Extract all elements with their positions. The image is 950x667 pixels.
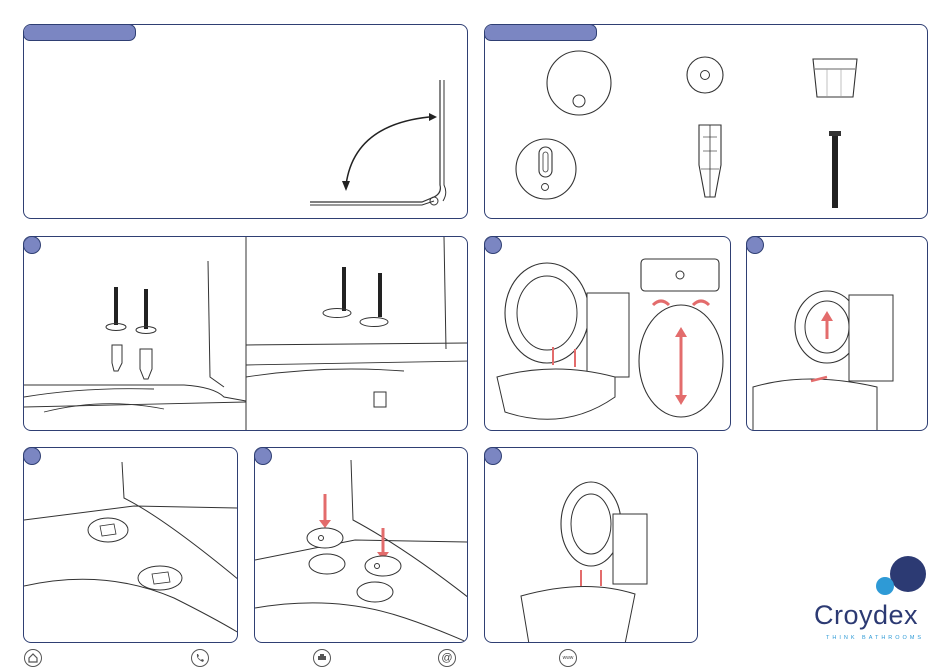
- step-3-panel: [746, 236, 928, 431]
- step-1-panel: [23, 236, 468, 431]
- www-icon[interactable]: www: [559, 649, 577, 667]
- step-5-panel: [254, 447, 468, 643]
- print-icon[interactable]: [313, 649, 331, 667]
- step-3-diagram: [747, 237, 928, 431]
- step-2-diagram: [485, 237, 731, 431]
- cover-cap-part: [547, 51, 611, 115]
- step-4-diagram: [24, 448, 238, 643]
- step-5-diagram: [255, 448, 468, 643]
- hinge-angle-panel: [23, 24, 468, 219]
- step-4-panel: [23, 447, 238, 643]
- phone-icon[interactable]: [191, 649, 209, 667]
- anchor-part: [699, 125, 721, 197]
- washer-part: [687, 57, 723, 93]
- hinge-angle-diagram: [24, 25, 468, 219]
- step-1-diagram: [24, 237, 468, 431]
- bush-part: [813, 59, 857, 97]
- step-2-panel: [484, 236, 731, 431]
- brand-tagline: THINK BATHROOMS: [826, 635, 924, 641]
- step-6-panel: [484, 447, 698, 643]
- home-icon[interactable]: [24, 649, 42, 667]
- email-icon[interactable]: @: [438, 649, 456, 667]
- brand-wordmark: Croydex: [814, 600, 918, 631]
- step-6-diagram: [485, 448, 698, 643]
- parts-panel: [484, 24, 928, 219]
- parts-diagram: [485, 25, 928, 219]
- bolt-part: [829, 131, 841, 208]
